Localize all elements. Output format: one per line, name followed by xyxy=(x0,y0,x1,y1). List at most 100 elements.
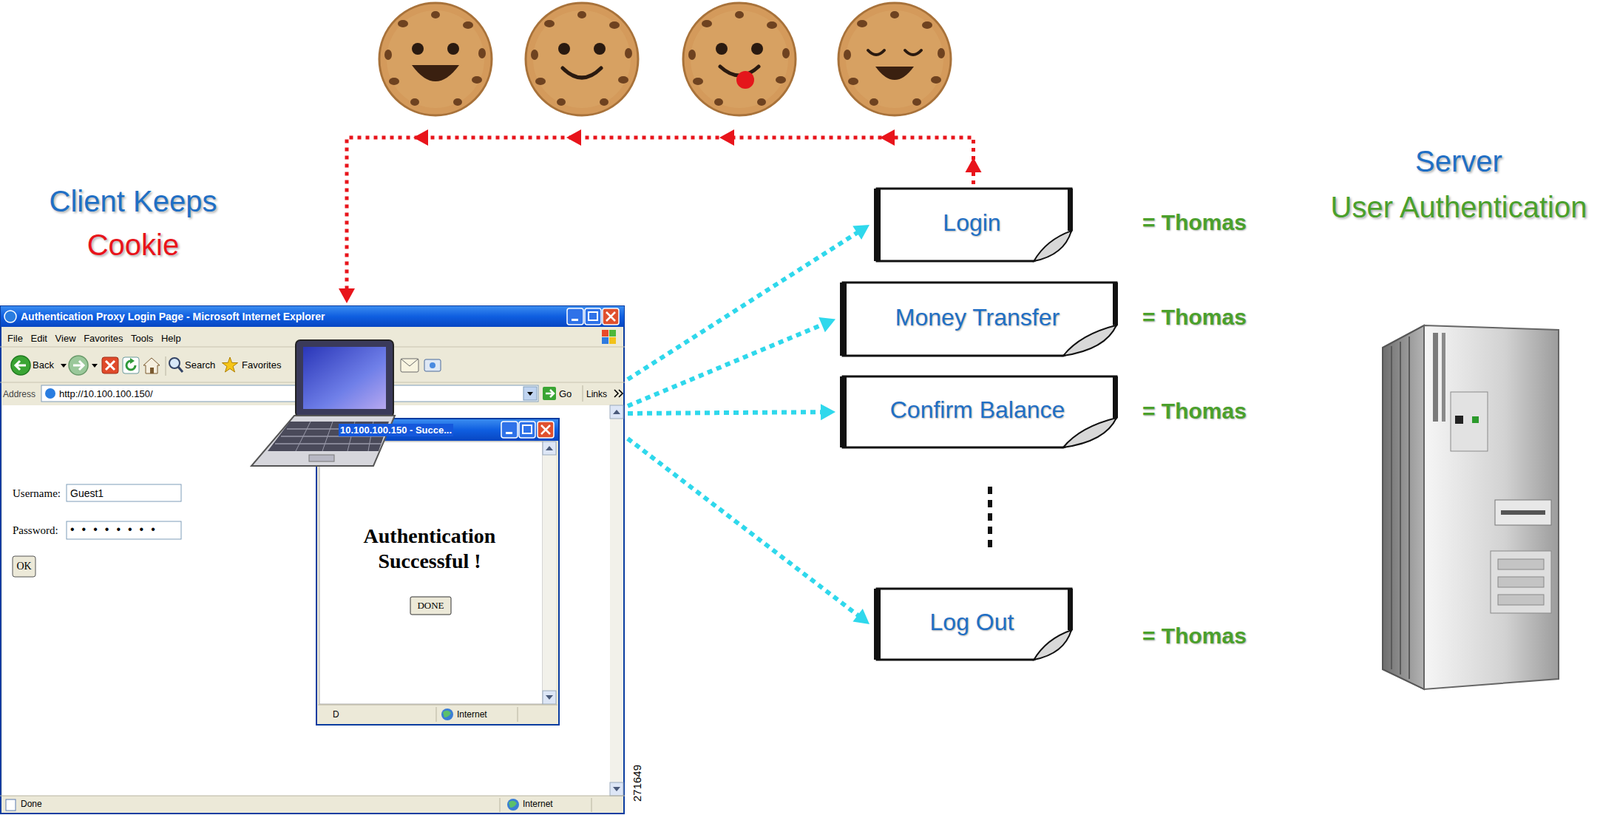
document-edge xyxy=(873,188,881,261)
page-curl xyxy=(1033,629,1072,660)
identity-note: = Thomas xyxy=(1142,621,1247,651)
browser-window xyxy=(0,795,625,797)
cookie-face xyxy=(411,42,424,55)
browser-window xyxy=(609,337,616,344)
browser-window xyxy=(591,797,593,812)
ellipsis-dots xyxy=(987,539,993,548)
browser-window xyxy=(523,386,537,400)
browser-window xyxy=(527,391,534,396)
form-label: Password: xyxy=(12,523,59,537)
browser-window xyxy=(222,357,239,372)
server-tower xyxy=(1441,332,1446,422)
server-tower xyxy=(1495,499,1552,525)
browser-window xyxy=(582,385,584,402)
browser-window xyxy=(584,308,602,325)
browser-window xyxy=(4,310,17,323)
document-label: Confirm Balance xyxy=(890,395,1066,424)
browser-window xyxy=(68,355,88,375)
browser-window xyxy=(11,355,31,375)
server-tower xyxy=(1490,550,1552,613)
cookie-face xyxy=(838,2,951,116)
popup-window xyxy=(542,690,557,704)
page-curl xyxy=(1063,325,1117,356)
popup-window xyxy=(317,705,558,724)
browser-window xyxy=(105,360,115,370)
popup-window xyxy=(317,704,558,706)
browser-window xyxy=(0,306,625,327)
document-outline xyxy=(876,188,1072,261)
window-title: Authentication Proxy Login Page - Micros… xyxy=(20,309,326,324)
server-tower xyxy=(1497,576,1544,588)
cookie-face xyxy=(525,2,639,116)
figure-number: 271649 xyxy=(630,760,644,806)
browser-window xyxy=(609,329,616,337)
browser-window xyxy=(400,358,419,366)
browser-window xyxy=(5,799,16,811)
document-box: Money Transfer xyxy=(838,280,1120,358)
side-heading: Client Keeps xyxy=(7,178,259,224)
side-heading: Server xyxy=(1325,138,1592,185)
browser-window xyxy=(602,308,619,325)
cookie-face xyxy=(379,2,492,116)
browser-window xyxy=(571,318,579,321)
document-edge xyxy=(1112,376,1118,418)
browser-window xyxy=(606,312,616,321)
input-value: Guest1 xyxy=(70,486,104,500)
document-outline xyxy=(842,282,1117,356)
document-edge xyxy=(1067,188,1073,231)
browser-window xyxy=(609,405,624,796)
server-tower xyxy=(1497,594,1544,605)
browser-window xyxy=(601,337,609,344)
laptop-icon xyxy=(309,454,335,462)
toolbar-label: Favorites xyxy=(241,359,282,372)
browser-window xyxy=(91,363,98,368)
browser-window xyxy=(499,797,501,812)
browser-window xyxy=(0,306,625,814)
browser-window xyxy=(508,800,517,808)
document-outline xyxy=(842,376,1117,448)
document-edge xyxy=(839,282,847,356)
popup-window xyxy=(501,421,518,438)
cookie-face xyxy=(683,2,796,116)
connector xyxy=(627,403,836,420)
laptop-icon xyxy=(295,421,311,452)
arrow-head xyxy=(852,608,870,625)
side-heading: User Authentication xyxy=(1325,184,1592,230)
address-label: Address xyxy=(2,388,36,400)
connector xyxy=(627,317,836,406)
document-edge xyxy=(839,376,847,448)
browser-window xyxy=(545,389,554,398)
arrow-head xyxy=(566,129,582,146)
cookie-face xyxy=(411,65,460,82)
server-tower xyxy=(1382,325,1559,690)
browser-window xyxy=(41,385,539,402)
browser-window xyxy=(15,360,26,370)
connector xyxy=(627,224,870,380)
browser-window xyxy=(122,357,140,374)
go-label: Go xyxy=(558,388,572,400)
browser-window xyxy=(614,389,623,398)
server-tower xyxy=(1382,325,1425,690)
popup-window xyxy=(441,708,454,721)
server-tower xyxy=(1500,510,1546,515)
connector xyxy=(627,438,870,625)
browser-window xyxy=(73,360,84,370)
document-label: Money Transfer xyxy=(895,303,1060,332)
browser-window xyxy=(66,484,182,502)
cookie-face xyxy=(715,42,728,55)
popup-window xyxy=(537,421,554,438)
popup-window xyxy=(545,445,554,451)
server-tower xyxy=(1497,558,1544,570)
popup-window xyxy=(442,710,452,718)
browser-window xyxy=(130,357,135,364)
document-label: Log Out xyxy=(930,607,1015,636)
document-edge xyxy=(1067,588,1073,630)
browser-window xyxy=(424,359,441,372)
popup-window xyxy=(545,695,554,700)
toolbar-label: Back xyxy=(32,359,54,372)
dotted-line xyxy=(627,438,862,618)
browser-window xyxy=(0,306,625,814)
cookie-face xyxy=(447,42,460,55)
